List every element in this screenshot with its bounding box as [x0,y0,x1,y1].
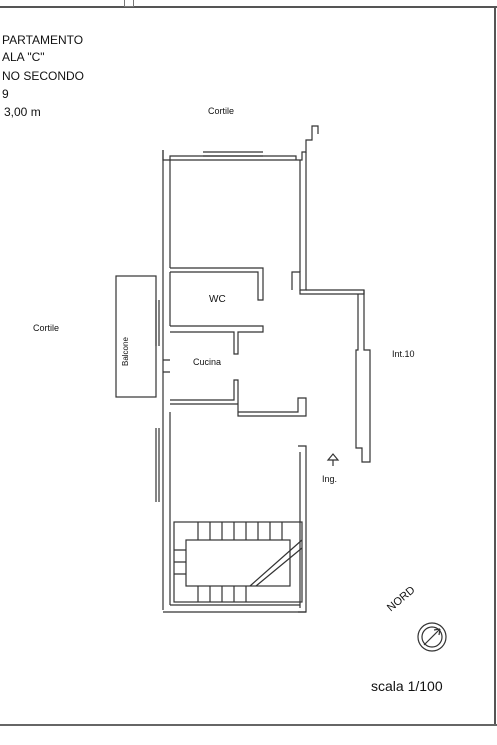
compass-rose [417,622,447,652]
kitchen-door [163,359,170,373]
stair-outer [173,521,303,603]
wall-kitchen-bottom [170,379,307,417]
entrance-arrow [326,453,340,466]
wall-wc-bottom [170,325,264,355]
header-line-5: 3,00 m [4,105,41,119]
wall-right-upper [291,152,307,291]
wall-bottom [163,604,306,613]
stair-flight [249,539,303,587]
label-wc: WC [209,294,226,305]
stair-landing [174,549,186,575]
wall-right-wing [355,290,371,463]
scale-label: scala 1/100 [371,678,443,694]
label-cortile-top: Cortile [208,106,235,116]
label-ingresso: Ing. [322,474,338,484]
header-line-3: NO SECONDO [2,69,85,83]
sheet-border-right [494,6,496,726]
sheet-border-tick [124,0,134,7]
window-top [203,151,263,157]
window-left [155,428,160,502]
wall-right-step [299,289,365,295]
label-cortile-left: Cortile [33,323,60,333]
sheet-border-top [0,6,497,8]
header-line-4: 9 [2,87,9,101]
header-line-1: PARTAMENTO [2,33,84,47]
wall-top [162,125,319,161]
label-int10: Int.10 [392,349,415,359]
header-line-2: ALA "C" [2,50,45,64]
balcony [115,275,157,398]
label-cucina: Cucina [193,357,222,367]
stair-inner [185,539,291,587]
sheet-border-bottom [0,724,497,726]
wall-wc-top [170,267,264,301]
label-balcone: Balcone [121,337,130,366]
stair-treads [197,522,283,602]
